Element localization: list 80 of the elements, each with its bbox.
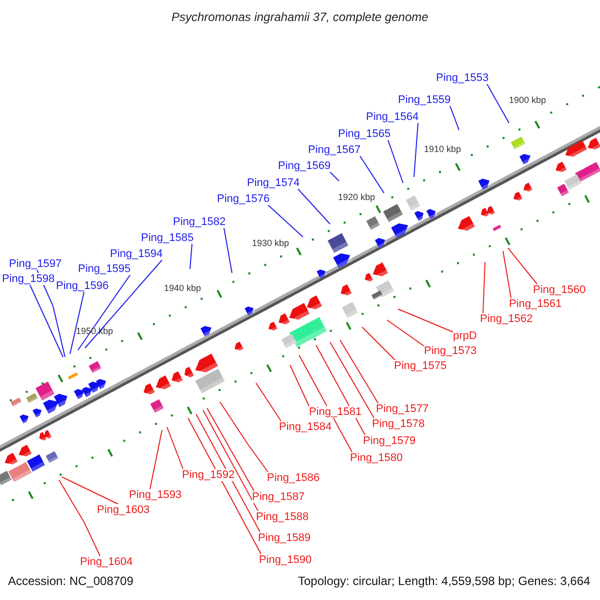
leader-line xyxy=(150,430,162,490)
leader-line xyxy=(298,188,330,224)
leader-line xyxy=(388,140,404,184)
gene-label: Ping_1595 xyxy=(78,263,131,275)
leader-line xyxy=(206,408,254,492)
gene-label: Ping_1604 xyxy=(80,556,133,568)
leader-line xyxy=(360,156,384,194)
gene-label: Ping_1586 xyxy=(267,472,320,484)
leader-line xyxy=(450,106,460,130)
leader-line xyxy=(298,354,352,452)
leader-line xyxy=(362,326,396,362)
gene-label: prpD xyxy=(453,330,477,342)
gene-label: Ping_1578 xyxy=(372,418,425,430)
gene-label: Ping_1560 xyxy=(533,284,586,296)
leader-line xyxy=(188,418,262,554)
leader-line xyxy=(36,270,66,358)
gene-label: Ping_1580 xyxy=(350,452,403,464)
gene-label: Ping_1553 xyxy=(436,72,489,84)
gene-label: Ping_1575 xyxy=(394,360,447,372)
gene-label: Ping_1559 xyxy=(398,94,451,106)
scale-label: 1930 kbp xyxy=(252,237,290,249)
gene-label: Ping_1585 xyxy=(141,232,194,244)
gene-label: Ping_1581 xyxy=(309,406,362,418)
leader-line xyxy=(482,262,486,314)
gene-label: Ping_1596 xyxy=(56,280,109,292)
leader-line xyxy=(70,292,84,354)
leader-line xyxy=(256,382,282,422)
gene-label: Ping_1592 xyxy=(182,469,235,481)
leader-line xyxy=(486,84,510,124)
leader-line xyxy=(502,250,512,298)
leader-line xyxy=(196,414,260,532)
leader-line xyxy=(268,204,304,238)
gene-label: Ping_1584 xyxy=(279,421,332,433)
gene-label: Ping_1565 xyxy=(338,128,391,140)
leader-line xyxy=(330,172,340,182)
gene-label: Ping_1588 xyxy=(256,511,309,523)
gene-label: Ping_1569 xyxy=(278,160,331,172)
gene-label: Ping_1603 xyxy=(97,504,150,516)
leader-line xyxy=(220,402,268,472)
gene-label: Ping_1594 xyxy=(110,248,163,260)
leader-line xyxy=(330,342,374,418)
gene-label: Ping_1597 xyxy=(9,258,62,270)
leader-line xyxy=(166,426,184,470)
gene-label: Ping_1593 xyxy=(129,489,182,501)
leader-line xyxy=(30,284,64,358)
gene-label: Ping_1590 xyxy=(259,554,312,566)
accession-note: Accession: NC_008709 xyxy=(8,575,134,587)
leader-line xyxy=(508,248,538,284)
leader-line xyxy=(190,244,192,270)
gene-label: Ping_1561 xyxy=(509,298,562,310)
gene-label: Ping_1574 xyxy=(247,177,300,189)
gene-label: Ping_1562 xyxy=(480,313,533,325)
genome-info: Topology: circular; Length: 4,559,598 bp; Genes: 3,664 xyxy=(298,575,590,587)
gene-label: Ping_1573 xyxy=(424,345,477,357)
leader-line xyxy=(414,122,418,178)
map-title: Psychromonas ingrahamii 37, complete genome xyxy=(172,11,428,23)
leader-line xyxy=(202,410,258,512)
gene-label: Ping_1577 xyxy=(376,403,429,415)
scale-label: 1920 kbp xyxy=(338,191,376,203)
scale-label: 1900 kbp xyxy=(509,94,546,106)
gene-label: Ping_1587 xyxy=(252,491,305,503)
leader-line xyxy=(78,274,130,350)
leader-line xyxy=(290,364,310,406)
leader-line xyxy=(62,476,118,504)
leader-line xyxy=(224,228,232,274)
leader-line xyxy=(386,320,424,346)
gene-label: Ping_1589 xyxy=(258,532,311,544)
gene-label: Ping_1579 xyxy=(363,435,416,447)
scale-label: 1910 kbp xyxy=(424,143,462,155)
leader-line xyxy=(58,480,100,556)
gene-label: Ping_1567 xyxy=(308,144,361,156)
gene-label: Ping_1582 xyxy=(173,216,226,228)
leader-line xyxy=(340,340,378,404)
gene-label: Ping_1598 xyxy=(2,273,55,285)
leader-line xyxy=(316,344,366,436)
scale-label: 1940 kbp xyxy=(164,282,202,294)
leader-line xyxy=(398,308,454,332)
leader-line xyxy=(84,260,162,348)
gene-label: Ping_1564 xyxy=(366,111,419,123)
gene-label: Ping_1576 xyxy=(217,193,270,205)
